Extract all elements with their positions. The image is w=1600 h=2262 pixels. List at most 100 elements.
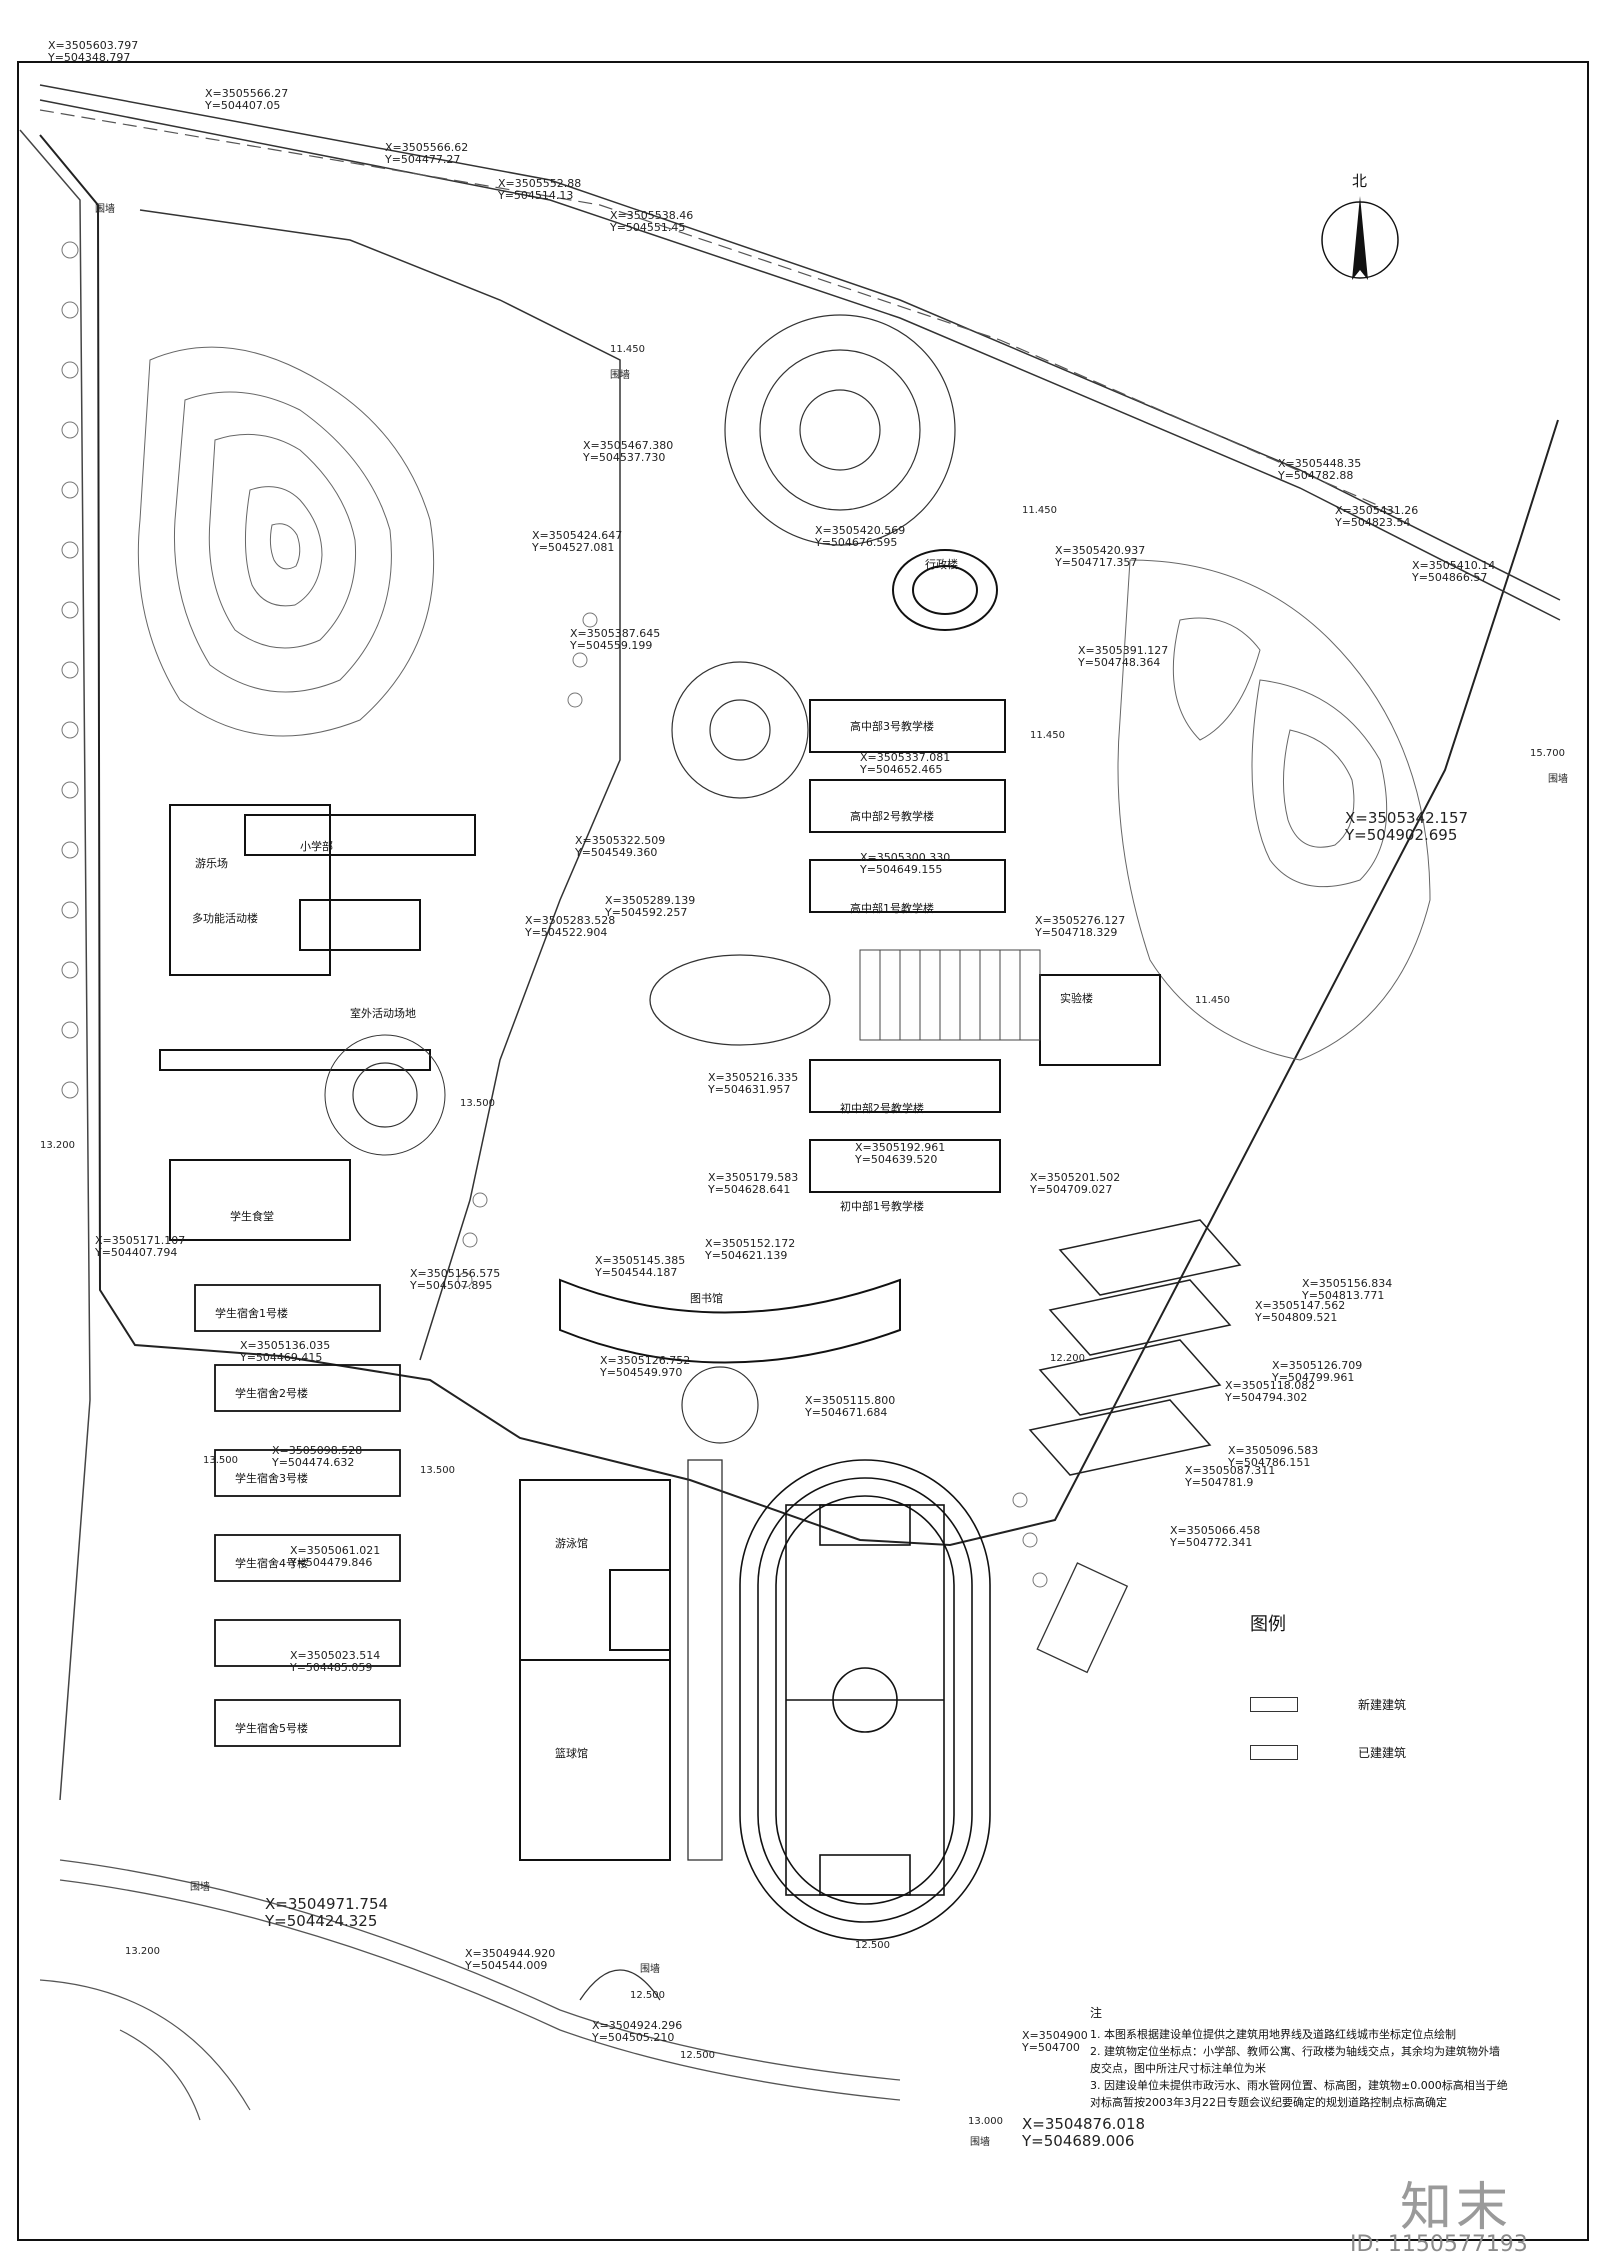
north-label: 北 [1352,172,1368,190]
building-label-dorm-3: 学生宿舍3号楼 [235,1472,308,1485]
drawing-frame [17,61,1589,2241]
stair-hatch [859,949,1041,1041]
grandstand [687,1459,723,1861]
teaching-blocks [809,699,1161,1193]
building-label-admin: 行政楼 [925,558,958,571]
south-rotunda [352,1062,418,1128]
legend: 图例 新建建筑 已建建筑 [1250,1610,1550,1776]
watermark-brand: 知末 [1400,2178,1513,2238]
elevation-label: 13.500 [460,1098,495,1109]
legend-row: 新建建筑 [1250,1680,1550,1728]
legend-label: 新建建筑 [1358,1697,1407,1712]
watermark-id: ID: 1150577193 [1350,2232,1528,2257]
building-label-high-3: 高中部3号教学楼 [850,720,934,733]
building-label-high-2: 高中部2号教学楼 [850,810,934,823]
legend-title: 图例 [1250,1614,1286,1635]
southwest-arc-2 [119,2029,201,2121]
admin-building [892,549,998,631]
elevation-label: 13.500 [420,1465,455,1476]
north-arrow [1321,196,1399,280]
sports-halls [519,1479,671,1861]
note-item: 2. 建筑物定位坐标点：小学部、教师公寓、行政楼为轴线交点，其余均为建筑物外墙皮… [1090,2045,1500,2075]
notes-title: 注 [1090,2006,1103,2020]
building-label-dorm-5: 学生宿舍5号楼 [235,1722,308,1735]
library-plaza [681,1366,759,1444]
library-building [559,1278,901,1364]
wall-label: 围墙 [640,1964,660,1975]
south-road-2 [59,1879,901,2101]
building-label-dorm-4: 学生宿舍4号楼 [235,1557,308,1570]
site-boundary [39,134,1559,1547]
south-entrance [579,1969,661,2001]
central-rotunda [671,661,809,799]
south-road [59,1859,901,2081]
legend-swatch [1250,1696,1298,1712]
building-label-lab: 实验楼 [1060,992,1093,1005]
south-rotunda-outer [324,1034,446,1156]
road-edge-north-2 [39,99,1561,621]
north-plaza [724,314,956,546]
legend-swatch [1250,1744,1298,1760]
elevation-label: 15.700 [1530,748,1565,759]
building-label-dorm-1: 学生宿舍1号楼 [215,1307,288,1320]
note-item: 1. 本图系根据建设单位提供之建筑用地界线及道路红线城市坐标定位点绘制 [1090,2028,1456,2041]
elevation-label: 11.450 [1195,995,1230,1006]
inner-road-ring [139,209,621,1361]
west-road [19,129,91,1801]
elevation-label: 13.200 [40,1140,75,1151]
tennis-court [1036,1562,1129,1674]
road-edge-north [39,84,1561,601]
drawing-notes: 注 1. 本图系根据建设单位提供之建筑用地界线及道路红线城市坐标定位点绘制 2.… [1090,2005,1510,2111]
road-centre-north [39,109,1401,516]
building-label-outdoor: 室外活动场地 [350,1007,416,1020]
elevation-label: 11.450 [1022,505,1057,516]
building-label-basketball: 篮球馆 [555,1747,588,1760]
hill-contours-west [137,346,435,737]
southwest-arc [39,1979,251,2111]
elevation-label: 11.450 [610,344,645,355]
elevation-label: 12.200 [1050,1353,1085,1364]
building-label-junior-2: 初中部2号教学楼 [840,1102,924,1115]
note-item: 3. 因建设单位未提供市政污水、雨水管网位置、标高图，建筑物±0.000标高相当… [1090,2079,1508,2109]
wall-label: 围墙 [1548,774,1568,785]
wall-label: 围墙 [190,1882,210,1893]
building-label-high-1: 高中部1号教学楼 [850,902,934,915]
central-rotunda-core [709,699,771,761]
building-label-pool: 游泳馆 [555,1537,588,1550]
central-oval [649,954,831,1046]
